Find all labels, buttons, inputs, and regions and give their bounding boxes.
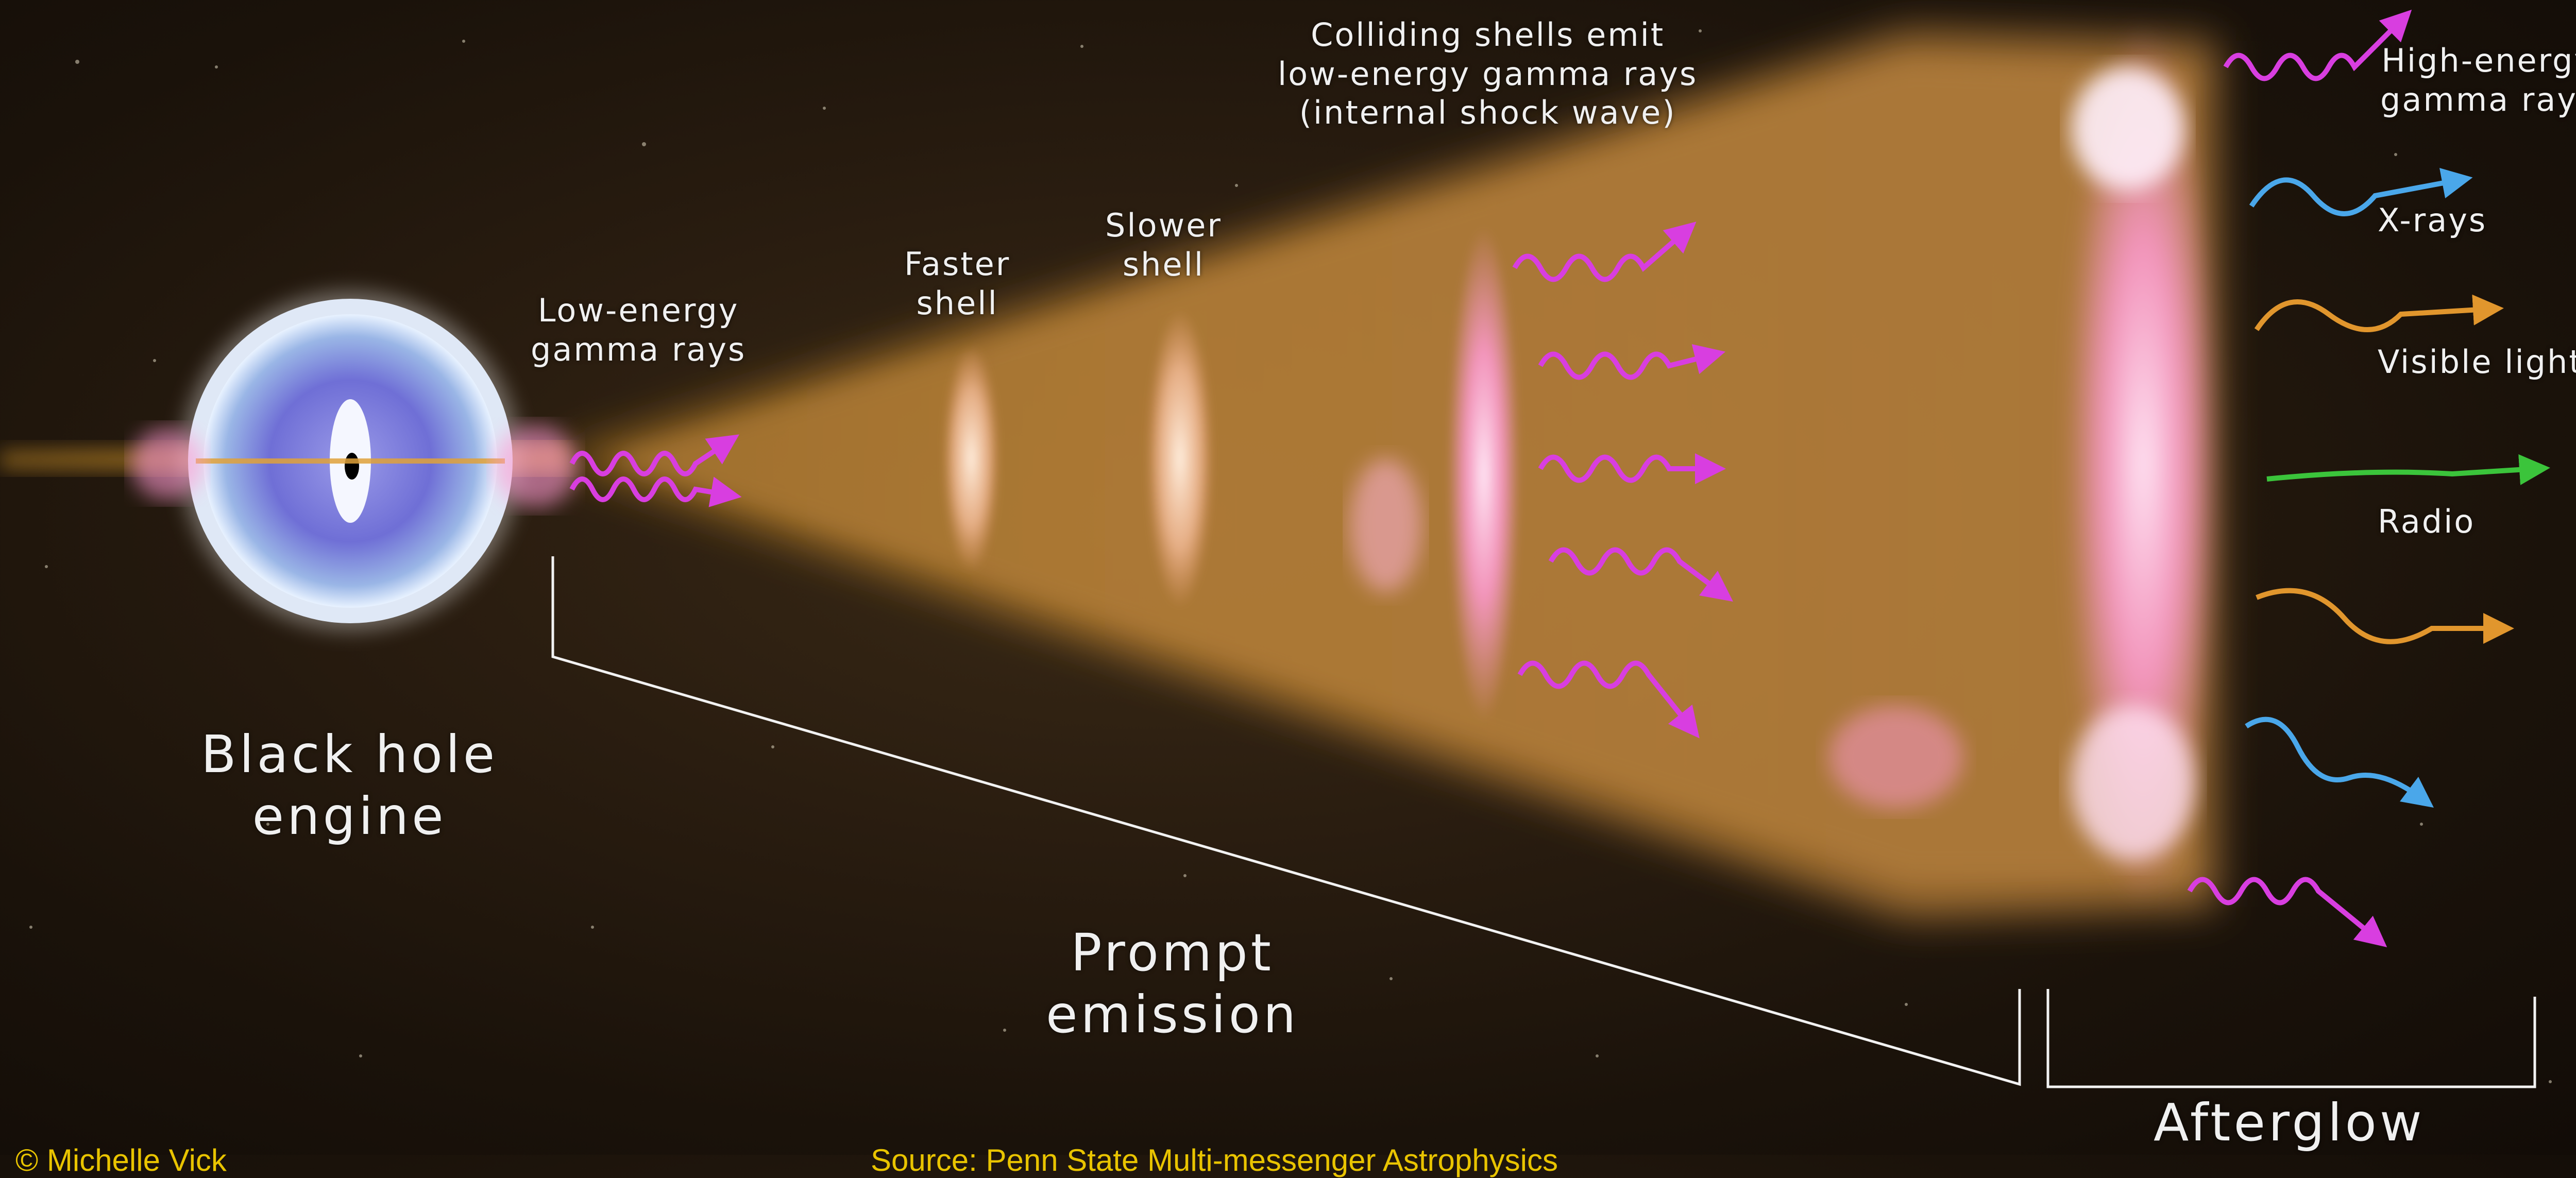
x-ray-arrow bbox=[2249, 168, 2473, 216]
faster-shell-label: Faster shell bbox=[904, 245, 1011, 322]
colliding-shell bbox=[1448, 227, 1520, 721]
slower-shell bbox=[1146, 309, 1213, 608]
visible-light-arrow-lower bbox=[2256, 588, 2514, 644]
high-energy-gamma-arrow-lower bbox=[2187, 877, 2387, 947]
prompt-emission-bracket bbox=[551, 556, 2021, 1086]
black-hole-engine bbox=[131, 291, 577, 631]
low-energy-gamma-label: Low-energy gamma rays bbox=[531, 292, 747, 368]
black-hole-core bbox=[345, 453, 359, 480]
afterglow-shell bbox=[2066, 21, 2221, 907]
slower-shell-label: Slower shell bbox=[1105, 207, 1222, 283]
source-credit: Source: Penn State Multi-messenger Astro… bbox=[871, 1143, 1558, 1177]
faster-shell bbox=[943, 345, 999, 572]
prompt-emission-label: Prompt emission bbox=[1046, 923, 1299, 1045]
visible-light-arrow bbox=[2254, 294, 2504, 332]
high-energy-gamma-label: High-energy gamma rays bbox=[2380, 42, 2576, 118]
x-ray-arrow-lower bbox=[2245, 716, 2434, 808]
colliding-gamma-waves bbox=[1512, 221, 1733, 739]
low-energy-gamma-waves bbox=[569, 434, 742, 507]
afterglow-emission-arrows bbox=[2187, 9, 2550, 947]
radio-arrow bbox=[2266, 454, 2550, 485]
black-hole-engine-label: Black hole engine bbox=[201, 724, 498, 846]
radio-label: Radio bbox=[2378, 503, 2476, 540]
visible-light-label: Visible light bbox=[2378, 343, 2576, 381]
x-rays-label: X-rays bbox=[2378, 201, 2487, 239]
colliding-shells-label: Colliding shells emit low-energy gamma r… bbox=[1278, 16, 1698, 132]
high-energy-gamma-arrow bbox=[2223, 9, 2412, 81]
image-credit: © Michelle Vick bbox=[15, 1143, 227, 1177]
afterglow-label: Afterglow bbox=[2154, 1092, 2425, 1153]
star-field bbox=[29, 29, 2552, 1083]
afterglow-bracket bbox=[2046, 989, 2536, 1088]
